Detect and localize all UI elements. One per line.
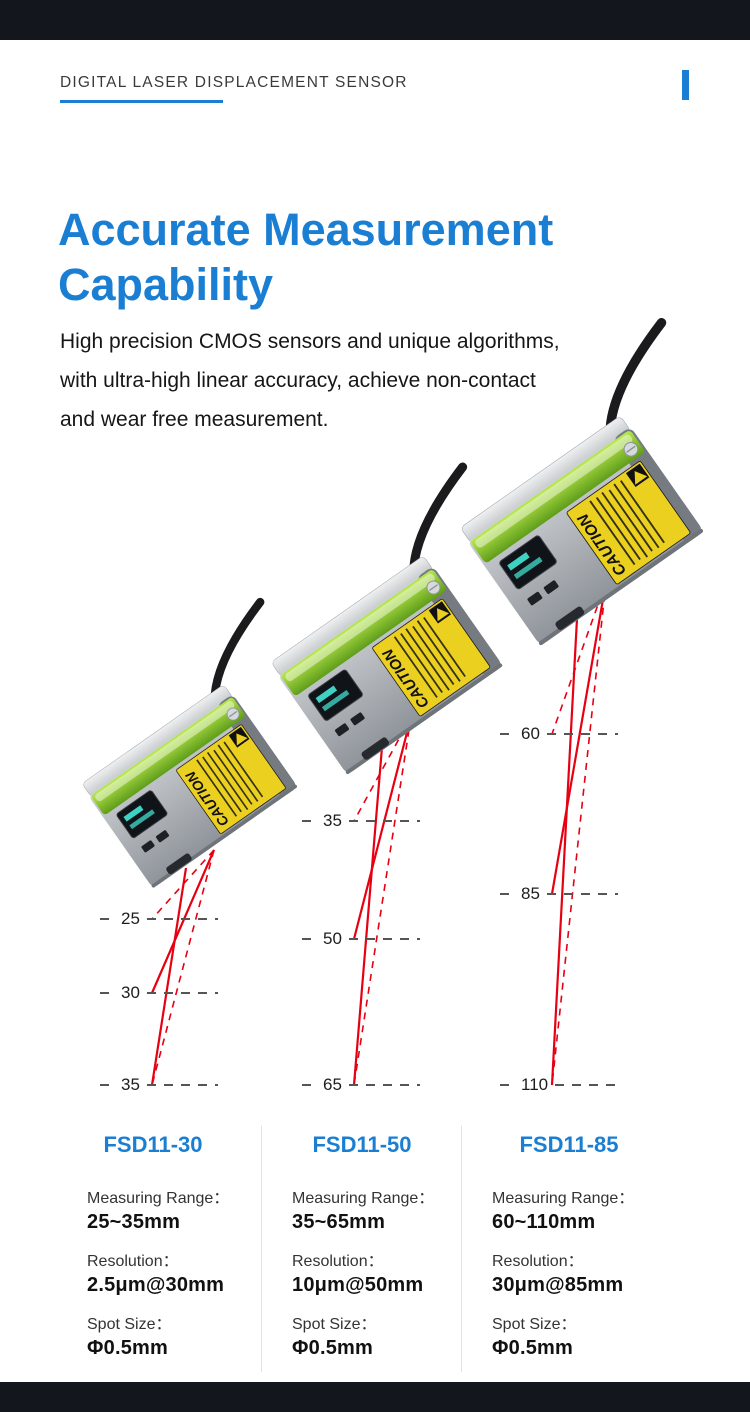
scale-mark-value: 110 [521, 1075, 549, 1094]
hero-description-line: High precision CMOS sensors and unique a… [60, 330, 560, 353]
sensor-green-window [91, 698, 245, 815]
warning-triangle-icon [236, 733, 248, 746]
laser-emitter-window [361, 737, 389, 760]
spec-label: Spot Size： [492, 1316, 577, 1333]
screen-readout [507, 552, 530, 571]
product-card: FSD11-30 Measuring Range： 25~35mm Resolu… [45, 1126, 261, 1372]
hero-description: High precision CMOS sensors and unique a… [60, 322, 560, 439]
spec-value: 30μm@85mm [492, 1274, 624, 1296]
scale-mark: 35 [100, 1072, 218, 1098]
sensor-button [350, 712, 365, 726]
display-screen [116, 790, 168, 839]
sensor-image: CAUTION [272, 462, 503, 775]
green-window-gloss [475, 434, 633, 548]
scale-mark-value: 85 [521, 884, 540, 903]
spec-value: Φ0.5mm [292, 1337, 373, 1359]
scale-mark-value: 25 [121, 909, 140, 928]
sensor-button [543, 580, 559, 594]
spec-value: 35~65mm [292, 1211, 386, 1233]
screw-slot [626, 445, 636, 453]
hero-description-line: with ultra-high linear accuracy, achieve… [60, 369, 536, 392]
scale-mark: 110 [500, 1072, 618, 1098]
spec-value: 2.5μm@30mm [87, 1274, 225, 1296]
scale-mark-value: 35 [323, 811, 342, 830]
scale-mark: 25 [100, 906, 218, 932]
sensor-green-window [471, 431, 644, 563]
bottom-bar [0, 1382, 750, 1412]
spec-label: Measuring Range： [492, 1190, 635, 1207]
sensor-green-window [281, 570, 446, 696]
warning-triangle-icon [634, 471, 648, 485]
header-tagline: DIGITAL LASER DISPLACEMENT SENSOR [60, 74, 408, 91]
hero-description-line: and wear free measurement. [60, 408, 329, 431]
accent-chip [682, 70, 689, 100]
sensor-button [334, 723, 350, 737]
spec-label: Resolution： [292, 1253, 384, 1270]
spec-value: 60~110mm [492, 1211, 596, 1233]
product-model: FSD11-30 [103, 1132, 203, 1157]
scale-mark-value: 60 [521, 724, 540, 743]
top-bar [0, 0, 750, 40]
scale-mark-value: 65 [323, 1075, 342, 1094]
products-section: FSD11-30 Measuring Range： 25~35mm Resolu… [45, 1126, 675, 1372]
product-model: FSD11-85 [519, 1132, 619, 1157]
product-model: FSD11-50 [312, 1132, 412, 1157]
scale-mark: 60 [500, 721, 618, 747]
sensor-image-slot-3: CAUTION [444, 318, 717, 646]
display-screen [499, 535, 557, 590]
scale-mark-value: 50 [323, 929, 342, 948]
spec-value: 10μm@50mm [292, 1274, 424, 1296]
screw-slot [228, 710, 238, 718]
screen-readout [123, 805, 144, 822]
sensor-image: CAUTION [462, 318, 704, 646]
spec-label: Resolution： [87, 1253, 179, 1270]
caution-label-fine-print [393, 616, 466, 698]
spec-label: Spot Size： [292, 1316, 377, 1333]
caution-label [176, 724, 286, 834]
screen-readout [129, 809, 155, 830]
sensor-image-slot-2: CAUTION [255, 462, 515, 775]
spec-value: 25~35mm [87, 1211, 181, 1233]
display-screen [308, 669, 363, 721]
spec-label: Measuring Range： [87, 1190, 230, 1207]
laser-emitter-window [555, 606, 585, 630]
caution-label [372, 598, 491, 717]
caution-label-fine-print [589, 480, 665, 566]
warning-triangle-icon [437, 608, 450, 622]
scale-mark-value: 30 [121, 983, 140, 1002]
sensor-image-slot-1: CAUTION [67, 597, 309, 888]
screen-readout [321, 689, 350, 712]
screen-readout [315, 685, 338, 704]
sensor-button [155, 830, 170, 843]
scale-mark: 65 [302, 1072, 420, 1098]
scale-mark: 85 [500, 881, 618, 907]
caution-label-fine-print [196, 741, 264, 817]
spec-label: Resolution： [492, 1253, 584, 1270]
sensor-cable [605, 318, 667, 443]
sensor-button [527, 591, 543, 606]
screen-readout [513, 556, 543, 580]
page-title-line1: Accurate Measurement [58, 204, 554, 255]
laser-emitter-window [166, 853, 192, 875]
scale-mark: 50 [302, 926, 420, 952]
green-window-gloss [285, 573, 435, 682]
spec-value: Φ0.5mm [87, 1337, 168, 1359]
caution-label [566, 461, 691, 585]
sensor-image: CAUTION [83, 597, 297, 888]
scale-mark: 35 [302, 808, 420, 834]
page-title-line2: Capability [58, 259, 274, 310]
tagline-underline [60, 100, 223, 103]
scale-mark: 30 [100, 980, 218, 1006]
green-window-gloss [95, 701, 235, 802]
screw-slot [428, 584, 438, 591]
sensor-button [141, 840, 155, 853]
spec-value: Φ0.5mm [492, 1337, 573, 1359]
product-card: FSD11-50 Measuring Range： 35~65mm Resolu… [261, 1126, 461, 1372]
product-card: FSD11-85 Measuring Range： 60~110mm Resol… [461, 1126, 675, 1372]
spec-label: Spot Size： [87, 1316, 172, 1333]
page-title: Accurate Measurement Capability [58, 202, 553, 312]
spec-label: Measuring Range： [292, 1190, 435, 1207]
scale-mark-value: 35 [121, 1075, 140, 1094]
